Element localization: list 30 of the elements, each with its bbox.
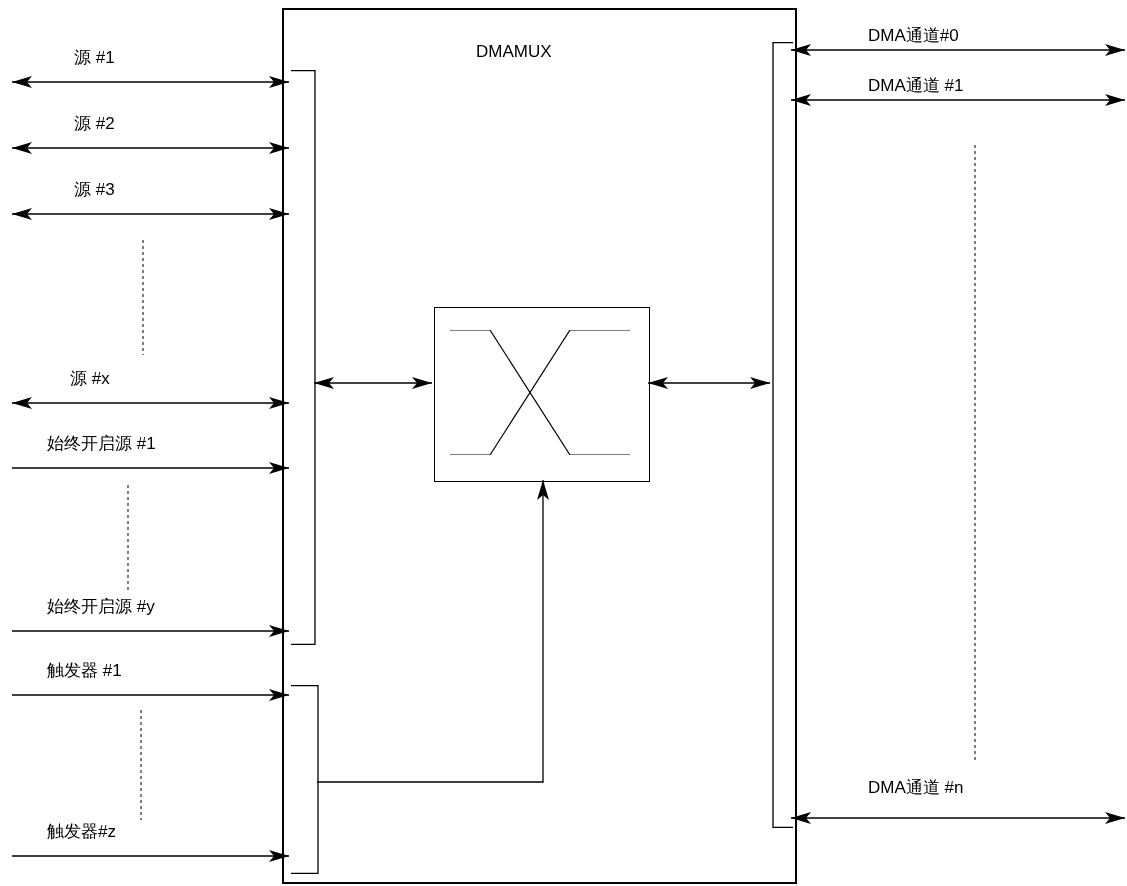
arrow <box>11 625 290 637</box>
edge-label: 触发器#z <box>45 822 118 842</box>
bracket <box>291 70 316 645</box>
mux-block <box>282 8 797 884</box>
double-arrow <box>790 812 1126 824</box>
double-arrow <box>11 208 290 220</box>
double-arrow <box>11 397 290 409</box>
arrow <box>11 689 290 701</box>
double-arrow <box>313 377 433 389</box>
arrow <box>316 479 549 783</box>
edge-label: 源 #2 <box>72 114 117 134</box>
double-arrow <box>790 94 1126 106</box>
edge-label: 始终开启源 #1 <box>45 434 158 454</box>
bracket <box>291 685 319 874</box>
edge-label: DMA通道 #1 <box>866 76 966 96</box>
edge-label: 源 #x <box>68 369 112 389</box>
arrow <box>11 850 290 862</box>
double-arrow <box>11 142 290 154</box>
double-arrow <box>647 377 771 389</box>
arrow <box>11 462 290 474</box>
mux-box <box>434 307 650 482</box>
edge-label: DMA通道 #n <box>866 778 966 798</box>
bracket <box>772 42 793 828</box>
edge-label: 始终开启源 #y <box>45 597 157 617</box>
edge-label: 源 #3 <box>72 180 117 200</box>
double-arrow <box>790 44 1126 56</box>
edge-label: 源 #1 <box>72 48 117 68</box>
edge-label: DMA通道#0 <box>866 26 961 46</box>
double-arrow <box>11 76 290 88</box>
edge-label: 触发器 #1 <box>45 661 124 681</box>
